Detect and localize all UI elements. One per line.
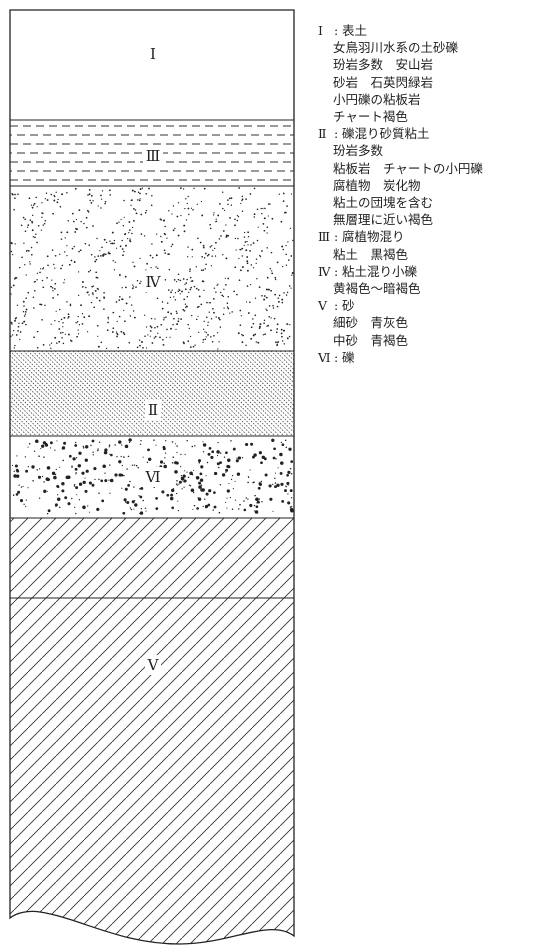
legend-separator: : xyxy=(334,298,339,314)
legend-heading: Ⅴ:砂 xyxy=(318,297,483,314)
layer-V-upper-fill xyxy=(10,518,294,598)
legend-separator: : xyxy=(334,23,339,38)
legend-description-line: 小円礫の粘板岩 xyxy=(333,91,421,107)
legend-entry: Ⅳ:粘土混り小礫黄褐色～暗褐色 xyxy=(318,263,483,297)
legend-entry: Ⅱ:礫混り砂質粘土玢岩多数粘板岩 チャートの小円礫腐植物 炭化物粘土の団塊を含む… xyxy=(318,125,483,228)
legend-description-line: 細砂 青灰色 xyxy=(333,315,409,331)
layer-label-V: Ⅴ xyxy=(147,658,160,674)
legend-entry: Ⅲ:腐植物混り粘土 黒褐色 xyxy=(318,228,483,262)
legend-description-line: 中砂 青褐色 xyxy=(333,332,409,348)
legend-entry: Ⅰ:表土女鳥羽川水系の土砂礫玢岩多数 安山岩砂岩 石英閃緑岩小円礫の粘板岩チャー… xyxy=(318,22,483,125)
soil-column-diagram: Ⅰ Ⅲ Ⅳ Ⅱ Ⅵ Ⅴ xyxy=(9,9,295,945)
layer-label-II: Ⅱ xyxy=(148,403,158,419)
legend-description-line: 玢岩多数 安山岩 xyxy=(333,57,434,73)
layer-I-fill xyxy=(10,10,294,120)
legend-description-line: 女鳥羽川水系の土砂礫 xyxy=(333,40,459,56)
legend-heading: Ⅳ:粘土混り小礫 xyxy=(318,263,483,280)
layer-IV-pattern xyxy=(10,187,294,350)
legend-description-line: チャート褐色 xyxy=(333,109,408,125)
layer-V-lower-fill xyxy=(10,598,294,944)
legend-description-line: 粘板岩 チャートの小円礫 xyxy=(333,160,483,176)
legend-layer-name: 砂 xyxy=(342,298,355,314)
layer-label-I: Ⅰ xyxy=(150,47,156,63)
legend-description-line: 無層理に近い褐色 xyxy=(333,212,434,228)
legend-code: Ⅱ xyxy=(318,126,327,142)
legend-description-line: 腐植物 炭化物 xyxy=(333,177,421,193)
layer-label-VI: Ⅵ xyxy=(144,470,160,486)
legend-separator: : xyxy=(334,126,339,142)
legend-heading: Ⅵ:礫 xyxy=(318,349,483,366)
legend-code: Ⅴ xyxy=(318,298,328,314)
legend-code: Ⅳ xyxy=(318,263,331,279)
column-outline xyxy=(9,9,295,945)
legend-description-line: 黄褐色～暗褐色 xyxy=(333,281,421,297)
legend-description-line: 砂岩 石英閃緑岩 xyxy=(333,74,434,90)
legend-heading: Ⅰ:表土 xyxy=(318,22,483,39)
legend-code: Ⅲ xyxy=(318,229,331,245)
legend-description-line: 粘土の団塊を含む xyxy=(333,195,434,211)
legend-heading: Ⅲ:腐植物混り xyxy=(318,228,483,245)
legend-description-line: 玢岩多数 xyxy=(333,143,384,159)
legend-heading: Ⅱ:礫混り砂質粘土 xyxy=(318,125,483,142)
layer-VI-pattern xyxy=(11,438,294,515)
legend-entry: Ⅵ:礫 xyxy=(318,349,483,366)
legend-code: Ⅵ xyxy=(318,349,331,365)
legend-separator: : xyxy=(334,229,339,245)
legend-layer-name: 粘土混り小礫 xyxy=(342,263,418,279)
legend-layer-name: 腐植物混り xyxy=(342,229,405,245)
legend-separator: : xyxy=(334,349,339,365)
legend-layer-name: 礫混り砂質粘土 xyxy=(342,126,430,142)
legend-description-line: 粘土 黒褐色 xyxy=(333,246,409,262)
legend-code: Ⅰ xyxy=(318,23,323,38)
layer-label-IV: Ⅳ xyxy=(146,275,162,291)
legend-layer-name: 表土 xyxy=(342,23,368,38)
legend: Ⅰ:表土女鳥羽川水系の土砂礫玢岩多数 安山岩砂岩 石英閃緑岩小円礫の粘板岩チャー… xyxy=(318,22,483,366)
layer-II-pattern xyxy=(10,350,294,437)
layer-label-III: Ⅲ xyxy=(146,149,160,165)
legend-entry: Ⅴ:砂細砂 青灰色中砂 青褐色 xyxy=(318,297,483,349)
legend-layer-name: 礫 xyxy=(342,349,355,365)
legend-separator: : xyxy=(334,263,339,279)
